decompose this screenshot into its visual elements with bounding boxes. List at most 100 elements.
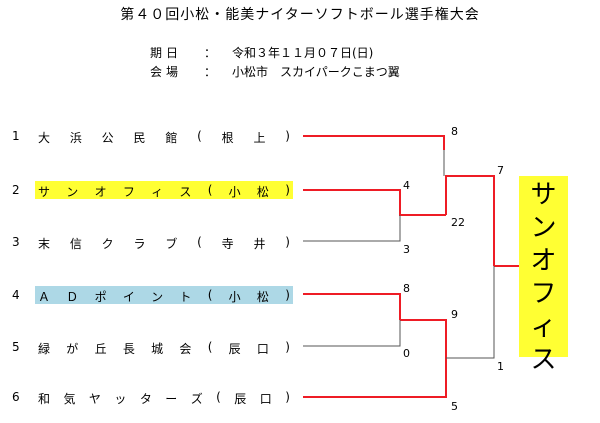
bracket-line-semi-top	[445, 175, 495, 266]
bracket-line-team1	[303, 135, 445, 150]
team-name-char: 浜	[69, 131, 82, 145]
team-number: 5	[12, 340, 20, 354]
team-name-char: ク	[101, 237, 114, 251]
team-name-char: ッ	[114, 392, 127, 406]
team-name-char: )	[285, 390, 290, 404]
info-date-key: 期日	[150, 46, 183, 60]
team-name: 末信クラブ(寺井)	[38, 235, 290, 252]
score-team4: 8	[403, 282, 410, 295]
team-name-char: ィ	[151, 185, 164, 199]
team-number: 2	[12, 183, 20, 197]
bracket-line-semi-bottom	[446, 266, 495, 359]
team-name-char: 松	[256, 185, 269, 199]
champion-box: サンオフィス	[519, 176, 568, 375]
team-name-char: 寺	[221, 237, 234, 251]
team-name-char: (	[197, 129, 202, 143]
champion-char: ィ	[530, 312, 557, 342]
team-row-2: 2 サンオフィス(小松)	[0, 181, 300, 199]
team-name-char: )	[285, 129, 290, 143]
team-name: 大 浜 公 民 館 ( 根 上)	[38, 129, 290, 146]
bracket-line-team6	[303, 358, 447, 398]
info-venue: 会場 ： 小松市 スカイパークこまつ翼	[150, 63, 400, 80]
team-name-char: サ	[38, 185, 51, 199]
info-date-colon: ：	[204, 46, 217, 60]
champion-char: ス	[530, 345, 557, 375]
info-date-value: 令和３年１１月０７日(日)	[232, 46, 374, 60]
team-highlight	[35, 286, 293, 304]
score-semi-top: 22	[451, 216, 465, 229]
team-name-char: 大	[38, 131, 51, 145]
champion-char: ン	[530, 213, 557, 243]
team-name-char: タ	[139, 392, 152, 406]
team-name: 緑が丘長城会(辰口)	[38, 340, 290, 357]
team-name-char: ー	[165, 392, 178, 406]
team-name-char: 小	[228, 185, 241, 199]
team-name-char: 小	[228, 290, 241, 304]
score-team6: 5	[451, 400, 458, 413]
team-name: 和気ヤッターズ(辰口)	[38, 390, 290, 407]
champion-char: サ	[530, 180, 557, 210]
bracket-line-team2	[303, 189, 446, 216]
team-name-char: 松	[256, 290, 269, 304]
score-final-bottom: 1	[497, 360, 504, 373]
team-name-char: フ	[122, 185, 135, 199]
team-name-char: オ	[94, 185, 107, 199]
team-name-char: 長	[122, 342, 135, 356]
info-date: 期日 ： 令和３年１１月０７日(日)	[150, 44, 373, 61]
team-name-char: (	[207, 288, 213, 302]
team-name-char: (	[197, 235, 202, 249]
team-name-char: ズ	[190, 392, 203, 406]
team-name-char: ト	[179, 290, 192, 304]
score-final-top: 7	[497, 164, 504, 177]
team-name-char: )	[285, 235, 290, 249]
team-name-char: 気	[63, 392, 76, 406]
team-name-char: 根	[221, 131, 234, 145]
team-row-1: 1 大 浜 公 民 館 ( 根 上)	[0, 127, 300, 145]
champion-char: フ	[530, 279, 557, 309]
team-name: サンオフィス(小松)	[38, 183, 290, 200]
team-highlight	[35, 181, 293, 199]
team-name-char: (	[216, 390, 221, 404]
team-name-char: ン	[151, 290, 164, 304]
team-name-char: ポ	[94, 290, 107, 304]
team-name-char: 民	[133, 131, 146, 145]
team-name-char: 井	[253, 237, 266, 251]
team-name-char: )	[285, 340, 290, 354]
team-name-char: 口	[256, 342, 269, 356]
team-name-char: 口	[259, 392, 272, 406]
team-name-char: 緑	[38, 342, 51, 356]
team-name-char: ブ	[165, 237, 178, 251]
page-title: 第４０回小松・能美ナイターソフトボール選手権大会	[120, 7, 480, 23]
team-number: 6	[12, 390, 20, 404]
team-name-char: (	[207, 183, 213, 197]
team-name-char: 城	[151, 342, 164, 356]
team-name-char: )	[285, 183, 290, 197]
team-number: 1	[12, 129, 20, 143]
bracket-line-team4	[303, 293, 401, 320]
team-name-char: 館	[165, 131, 178, 145]
team-name-char: 上	[253, 131, 266, 145]
score-team5: 0	[403, 347, 410, 360]
team-number: 4	[12, 288, 20, 302]
team-name-char: ス	[179, 185, 192, 199]
score-team3: 3	[403, 243, 410, 256]
bracket-line-team4-final	[400, 319, 447, 358]
team-name-char: イ	[122, 290, 135, 304]
team-row-3: 3 末信クラブ(寺井)	[0, 233, 300, 251]
team-name-char: 公	[101, 131, 114, 145]
bracket-line-team5	[303, 320, 401, 347]
info-venue-colon: ：	[204, 65, 217, 79]
team-name-char: ヤ	[88, 392, 101, 406]
team-name-char: 会	[179, 342, 192, 356]
team-name-char: 辰	[234, 392, 247, 406]
team-name-char: Ａ	[38, 290, 51, 304]
bracket-line-team3	[303, 215, 401, 242]
team-row-5: 5 緑が丘長城会(辰口)	[0, 338, 300, 356]
team-name-char: 末	[38, 237, 51, 251]
team-name-char: 辰	[228, 342, 241, 356]
info-venue-key: 会場	[150, 65, 183, 79]
info-venue-value: 小松市 スカイパークこまつ翼	[232, 65, 400, 79]
